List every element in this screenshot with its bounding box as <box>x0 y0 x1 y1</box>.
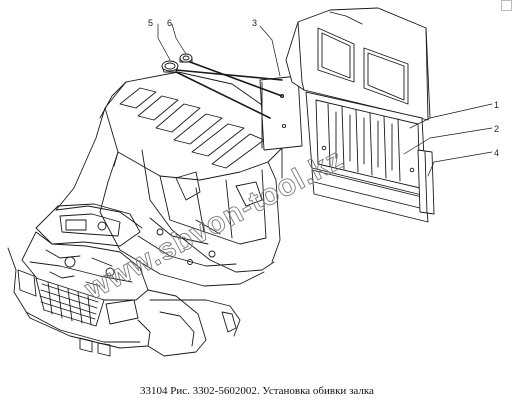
panel-3 <box>259 75 303 151</box>
cab-body <box>7 71 293 357</box>
callout-labels: 5 6 3 1 2 4 <box>148 18 499 158</box>
side-strip-4 <box>417 149 435 215</box>
assembly-lines <box>175 61 283 119</box>
callout-3: 3 <box>252 18 257 28</box>
lower-rear-panel <box>311 169 429 223</box>
callout-1: 1 <box>494 100 499 110</box>
callout-2: 2 <box>494 124 499 134</box>
fastener-5 <box>161 60 179 73</box>
callout-6: 6 <box>167 18 172 28</box>
figure-caption: 33104 Рис. 3302-5602002. Установка обивк… <box>140 385 374 397</box>
callout-5: 5 <box>148 18 153 28</box>
callout-4: 4 <box>494 148 499 158</box>
rear-trim-panel-with-windows <box>285 7 431 121</box>
corner-marker <box>501 0 512 11</box>
fastener-6 <box>179 53 193 63</box>
leader-lines <box>157 23 493 177</box>
